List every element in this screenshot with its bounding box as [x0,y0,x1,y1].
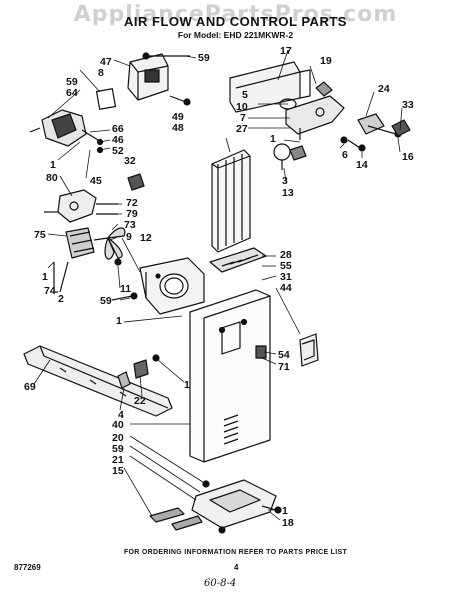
rear-panel-part [189,289,271,463]
callout-44: 44 [280,282,292,294]
page-number: 4 [234,563,239,572]
callout-1: 1 [270,133,276,145]
side-rail-part [23,345,173,417]
callout-59: 59 [198,52,210,64]
clip-part [127,173,145,191]
damper-control-part [340,113,411,152]
callout-66: 66 [112,123,124,135]
callout-22: 22 [134,395,146,407]
callout-47: 47 [100,56,112,68]
callout-9: 9 [126,231,132,243]
callout-5: 5 [242,89,248,101]
bracket-small-part [117,354,160,389]
callout-64: 64 [66,87,78,99]
diagram-subtitle: For Model: EHD 221MKWR-2 [177,30,294,40]
callout-52: 52 [112,145,124,157]
callout-59: 59 [112,443,124,455]
fan-shroud-part [139,257,205,315]
callout-3: 3 [282,175,288,187]
screw-part [111,258,138,301]
callout-1: 1 [184,379,190,391]
callout-28: 28 [280,249,292,261]
callout-46: 46 [112,134,124,146]
watermark: AppliancePartsPros.com [73,2,398,27]
screw-part [142,52,191,106]
callout-13: 13 [282,187,294,199]
callout-20: 20 [112,432,124,444]
callout-33: 33 [402,99,414,111]
callout-75: 75 [34,229,46,241]
callout-21: 21 [112,454,124,466]
callout-55: 55 [280,260,292,272]
callout-12: 12 [140,232,152,244]
callout-16: 16 [402,151,414,163]
diagram-title: AIR FLOW AND CONTROL PARTS [124,14,347,29]
thermostat-part [29,109,104,154]
callout-24: 24 [378,83,390,95]
ordering-note: FOR ORDERING INFORMATION REFER TO PARTS … [123,549,348,556]
damper-bracket-part [285,81,345,140]
lamp-socket-part [273,143,307,170]
callout-11: 11 [120,283,132,295]
callout-10: 10 [236,101,248,113]
callout-54: 54 [278,349,290,361]
callout-17: 17 [280,45,292,57]
fan-bracket-part [44,189,118,223]
handwritten-note: 60-8-4 [204,578,237,589]
callout-40: 40 [112,419,124,431]
callout-72: 72 [126,197,138,209]
callout-18: 18 [282,517,294,529]
callout-1: 1 [42,271,48,283]
callout-14: 14 [356,159,368,171]
control-housing-part [95,53,169,110]
callout-80: 80 [46,172,58,184]
callout-1: 1 [50,159,56,171]
callout-69: 69 [24,381,36,393]
callout-15: 15 [112,465,124,477]
callout-73: 73 [124,219,136,231]
document-number: 877269 [14,563,41,572]
callout-48: 48 [172,122,184,134]
callout-79: 79 [126,208,138,220]
callout-49: 49 [172,111,184,123]
callout-2: 2 [58,293,64,305]
evaporator-channel-part [211,149,251,253]
callout-19: 19 [320,55,332,67]
callout-71: 71 [278,361,290,373]
callout-1: 1 [116,315,122,327]
callout-45: 45 [90,175,102,187]
callout-4: 4 [118,409,124,421]
callout-32: 32 [124,155,136,167]
callout-7: 7 [240,112,246,124]
fan-motor-part [50,227,126,293]
base-mount-part [149,479,282,534]
callout-6: 6 [342,149,348,161]
callout-1: 1 [282,505,288,517]
callout-59: 59 [100,295,112,307]
callout-27: 27 [236,123,248,135]
callout-31: 31 [280,271,292,283]
callout-8: 8 [98,67,104,79]
callout-59: 59 [66,76,78,88]
callout-74: 74 [44,285,56,297]
leader-lines [33,49,403,521]
